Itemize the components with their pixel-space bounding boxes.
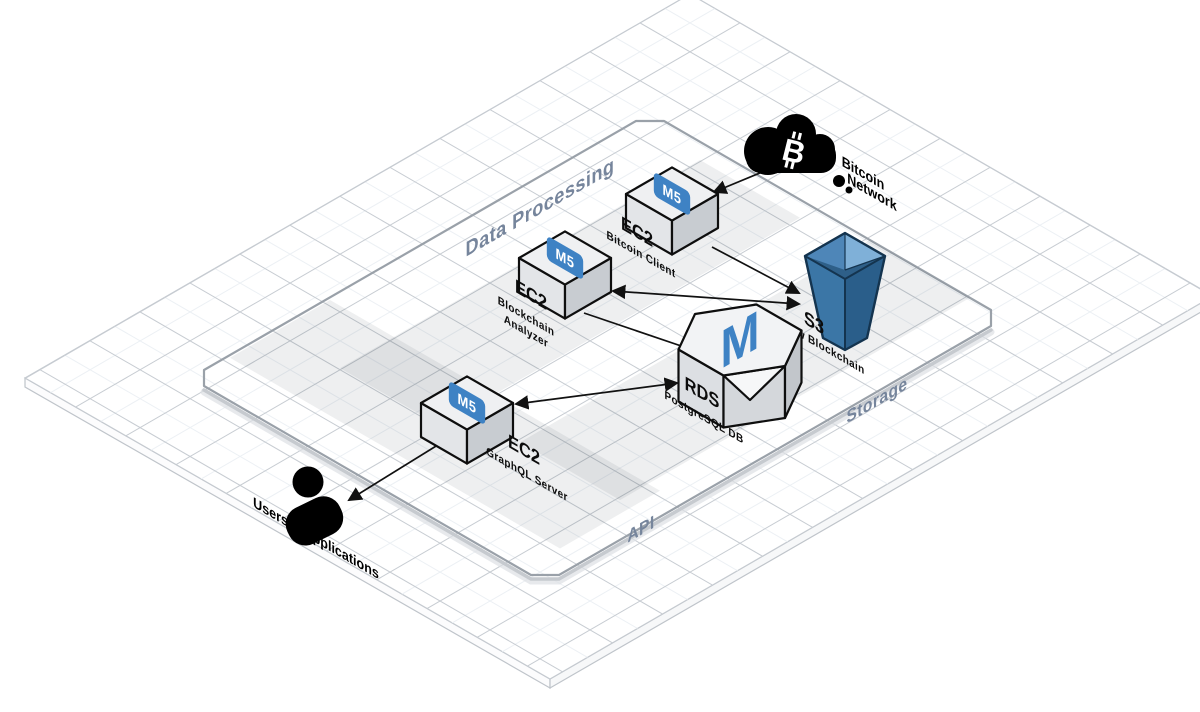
platform	[200, 119, 995, 585]
rds-hexagon-icon: M	[677, 299, 803, 429]
arrow-analyzer-s3	[610, 284, 802, 311]
arrow-graphql-rds	[513, 377, 680, 410]
platform-shadow	[202, 328, 993, 581]
platform-outline	[202, 119, 993, 577]
arrow-graphql-to-users	[347, 442, 442, 502]
m5-badge: M5	[546, 237, 584, 279]
m5-badge: M5	[653, 173, 691, 215]
s3-bucket-icon	[803, 231, 887, 352]
bitcoin-cloud-icon	[744, 114, 853, 194]
m5-badge: M5	[448, 382, 486, 424]
arrow-analyzer-to-rds	[583, 312, 695, 353]
node-rds-postgresql[interactable]: M RDS PostgreSQL DB	[665, 299, 803, 447]
person-icon	[285, 466, 344, 546]
floor-top	[23, 0, 1200, 680]
